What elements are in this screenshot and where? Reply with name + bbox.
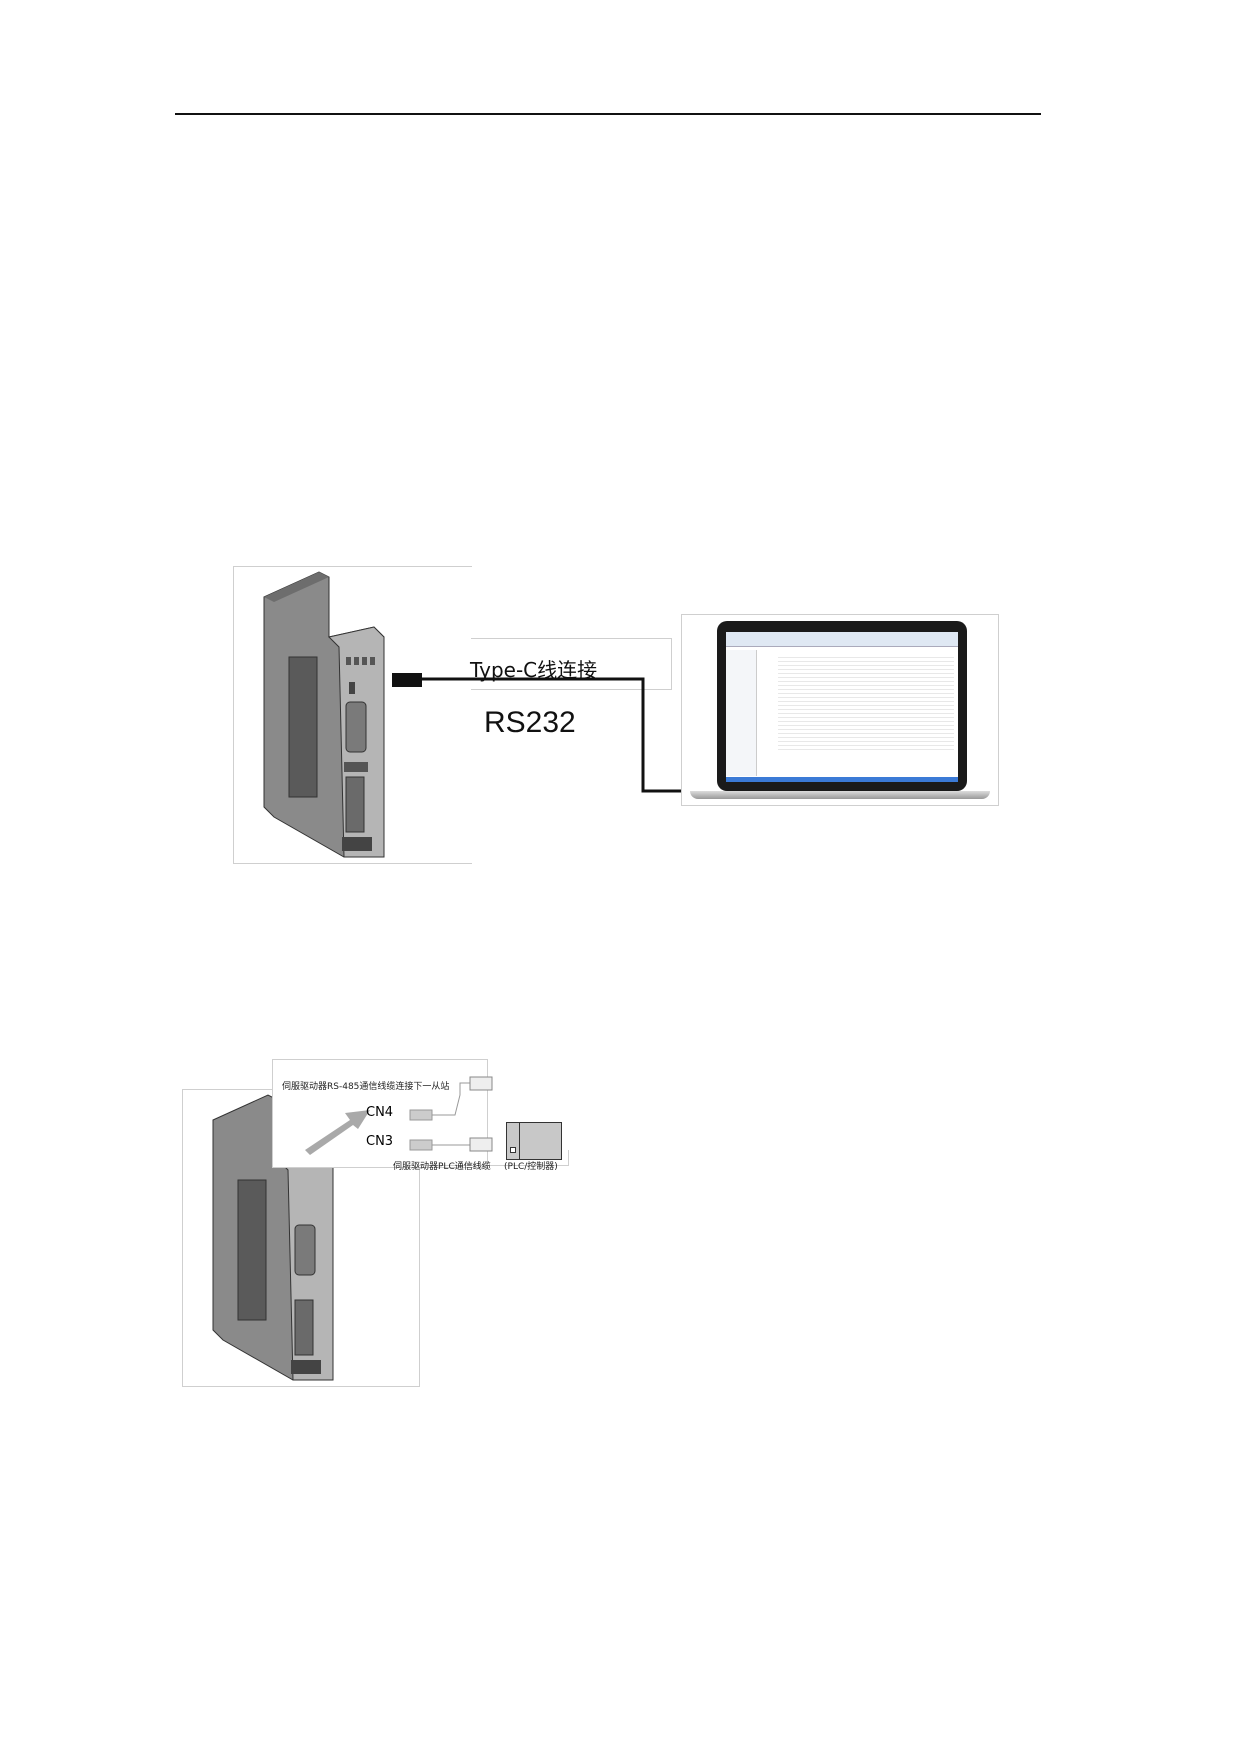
- plc-controller-icon: [506, 1122, 562, 1160]
- laptop-base: [690, 791, 990, 799]
- rs232-label: RS232: [484, 706, 576, 739]
- servo-drive-image: [263, 571, 385, 858]
- rj45-icon: [469, 1076, 493, 1091]
- cn3-label: CN3: [366, 1134, 394, 1149]
- rj45-icon: [469, 1137, 493, 1152]
- servo-drive-frame: [233, 566, 472, 864]
- label-box-edge: [418, 1165, 568, 1166]
- laptop-frame: [681, 614, 999, 806]
- plc-cable-label: 伺服驱动器PLC通信线缆: [393, 1162, 491, 1172]
- plc-controller-label: (PLC/控制器): [504, 1162, 558, 1172]
- cable-label-box: [471, 638, 672, 690]
- label-box-edge-2: [568, 1150, 569, 1166]
- arrow-icon: [305, 1110, 370, 1155]
- cn4-label: CN4: [366, 1105, 394, 1120]
- header-rule: [175, 113, 1041, 115]
- rs485-cable-label: 伺服驱动器RS-485通信线缆连接下一从站: [282, 1082, 450, 1092]
- cn4-plug: [409, 1109, 433, 1121]
- servo-drive-frame-2: [182, 1089, 420, 1387]
- arrow-and-cables: [305, 1076, 493, 1155]
- cn3-plug: [409, 1139, 433, 1151]
- laptop-screen-software: [726, 632, 958, 782]
- type-c-cable: [418, 677, 690, 793]
